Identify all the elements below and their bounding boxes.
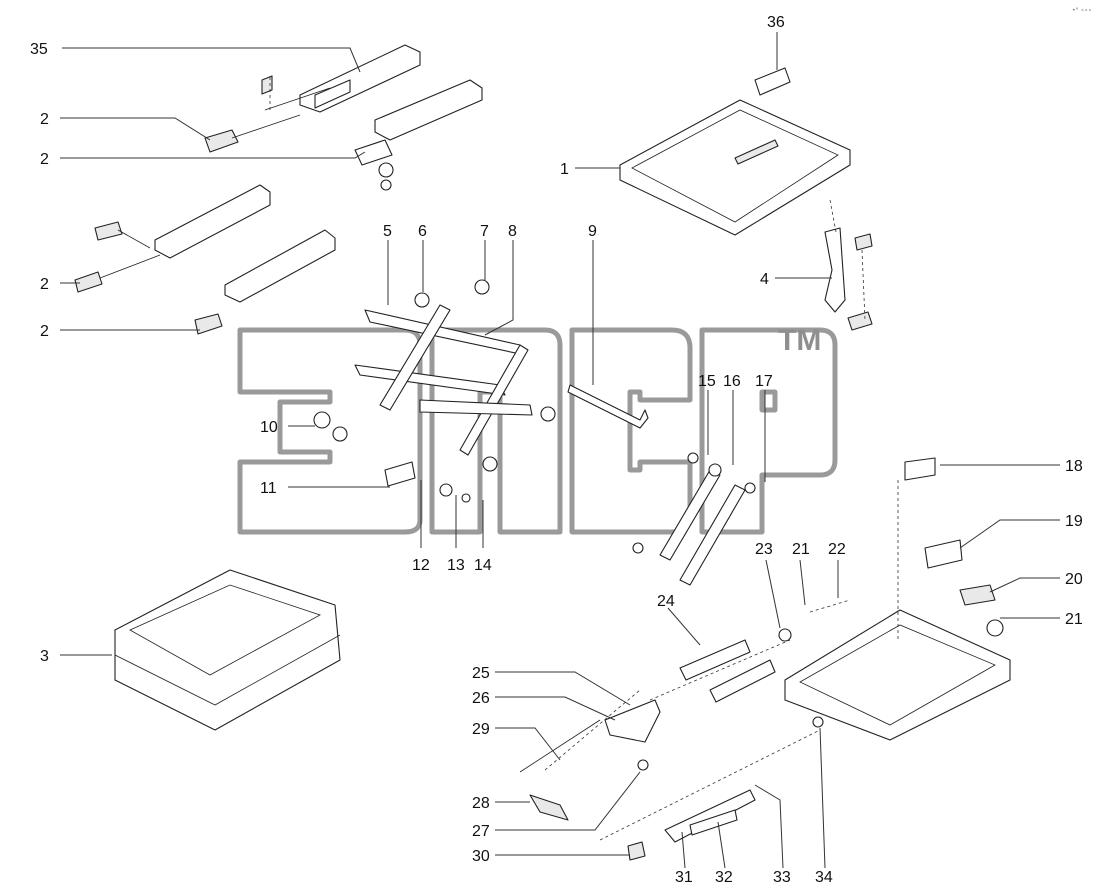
callout-36: 36: [767, 14, 785, 31]
callout-14: 14: [474, 557, 492, 574]
callout-9: 9: [588, 223, 597, 240]
rod-9: [567, 384, 649, 429]
callout-30: 30: [472, 848, 490, 865]
callout-labels: 35 36 2 2 1 2 4 2 5 6 7 8 9 10 11 12 13 …: [30, 14, 1083, 886]
callout-2b: 2: [40, 151, 49, 168]
callout-5: 5: [383, 223, 392, 240]
callout-25: 25: [472, 665, 490, 682]
callout-4: 4: [760, 271, 769, 288]
callout-24: 24: [657, 593, 675, 610]
callout-35: 35: [30, 41, 48, 58]
callout-22: 22: [828, 541, 846, 558]
callout-26: 26: [472, 690, 490, 707]
callout-7: 7: [480, 223, 489, 240]
callout-34: 34: [815, 869, 833, 886]
callout-27: 27: [472, 823, 490, 840]
scissor-mechanism: [313, 279, 556, 503]
corner-mark: •° ∘∘∘: [1072, 7, 1092, 14]
callout-16: 16: [723, 373, 741, 390]
callout-23: 23: [755, 541, 773, 558]
callout-29: 29: [472, 721, 490, 738]
callout-11: 11: [260, 480, 277, 497]
callout-28: 28: [472, 795, 490, 812]
callout-2d: 2: [40, 323, 49, 340]
callout-21b: 21: [792, 541, 810, 558]
watermark: TM: [237, 324, 838, 535]
base-frame: [784, 457, 1011, 741]
trademark-text: TM: [778, 324, 821, 357]
callout-31: 31: [675, 869, 693, 886]
callout-12: 12: [412, 557, 430, 574]
callout-18: 18: [1065, 458, 1083, 475]
springs-24: [679, 628, 792, 703]
callout-2a: 2: [40, 111, 49, 128]
callout-32: 32: [715, 869, 733, 886]
gas-springs: [632, 452, 756, 586]
callout-6: 6: [418, 223, 427, 240]
callout-13: 13: [447, 557, 465, 574]
callout-20: 20: [1065, 571, 1083, 588]
seat-cushion: [114, 569, 341, 731]
callout-15: 15: [698, 373, 716, 390]
callout-3: 3: [40, 648, 49, 665]
callout-10: 10: [260, 419, 278, 436]
callout-2c: 2: [40, 276, 49, 293]
seat-top-plate: [619, 67, 851, 236]
callout-1: 1: [560, 161, 569, 178]
leader-lines: [60, 32, 1060, 869]
bracket-4: [824, 227, 873, 331]
seat-slide-rail-lower: [74, 184, 336, 335]
callout-17: 17: [755, 373, 773, 390]
seat-slide-rail-upper: [204, 44, 483, 191]
callout-19: 19: [1065, 513, 1083, 530]
lever-assembly: [519, 699, 824, 861]
callout-21a: 21: [1065, 611, 1083, 628]
callout-33: 33: [773, 869, 791, 886]
callout-8: 8: [508, 223, 517, 240]
